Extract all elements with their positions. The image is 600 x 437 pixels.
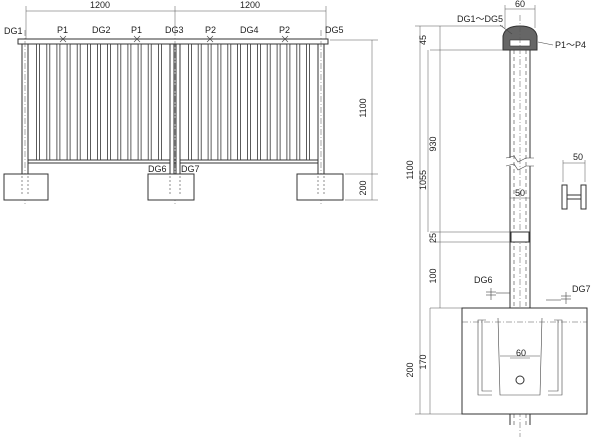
post-collar: [510, 231, 530, 243]
baluster: [36, 43, 40, 161]
baluster: [76, 43, 81, 161]
label-dg6: DG6: [148, 164, 167, 174]
bolt-dg7: [546, 292, 571, 304]
label-dg6: DG6: [474, 275, 493, 285]
dim-25: 25: [428, 233, 438, 243]
balusters-left: [36, 43, 162, 161]
baluster: [306, 43, 311, 161]
baluster: [217, 43, 222, 161]
post-middle-a: [169, 43, 175, 175]
baluster: [266, 43, 271, 161]
label-dg7: DG7: [572, 284, 591, 294]
baluster: [237, 43, 242, 161]
bolt-hole: [515, 375, 525, 385]
baluster: [207, 43, 212, 161]
dim-50-inner: 50: [515, 188, 525, 198]
label-p1-a: P1: [57, 25, 68, 35]
dim-100: 100: [428, 268, 438, 283]
label-dg3: DG3: [165, 25, 184, 35]
dim-930: 930: [428, 136, 438, 151]
dim-left-width: 1200: [90, 0, 110, 10]
dim-base: 200: [358, 180, 368, 195]
dim-1100: 1100: [405, 160, 415, 179]
baluster: [286, 43, 291, 161]
baluster: [107, 43, 111, 161]
label-p2-a: P2: [205, 25, 216, 35]
baluster: [247, 43, 251, 161]
baluster: [197, 43, 202, 161]
label-p1-b: P1: [131, 25, 142, 35]
post-middle-b: [175, 43, 181, 175]
bolt-dg6: [486, 288, 510, 300]
label-dg7: DG7: [181, 164, 200, 174]
baluster: [97, 43, 101, 161]
dim-50-detail: 50: [573, 152, 583, 162]
dim-1055: 1055: [418, 170, 428, 190]
dim-right-width: 1200: [240, 0, 260, 10]
label-dg5: DG5: [325, 25, 344, 35]
label-dg1-dg5: DG1～DG5: [457, 14, 503, 24]
baluster: [296, 43, 301, 161]
foundation-right: [296, 173, 344, 201]
baluster: [157, 43, 162, 161]
label-dg4: DG4: [240, 25, 259, 35]
label-dg1: DG1: [4, 26, 23, 36]
label-p1-p4: P1～P4: [555, 40, 586, 50]
dim-height: 1100: [358, 98, 368, 117]
baluster: [276, 43, 281, 161]
baluster: [46, 43, 51, 161]
balusters-right: [187, 43, 311, 161]
dim-200: 200: [405, 362, 415, 377]
post-section: 60 DG1～DG5 P1～P4 50 50: [405, 0, 591, 437]
baluster: [87, 43, 91, 161]
baluster: [66, 43, 71, 161]
baluster: [256, 43, 261, 161]
baluster: [187, 43, 192, 161]
top-rail: [17, 38, 329, 45]
baluster: [127, 43, 132, 161]
label-p2-b: P2: [279, 25, 290, 35]
label-dg2: DG2: [92, 25, 111, 35]
baluster: [137, 43, 142, 161]
baluster: [227, 43, 232, 161]
section-foundation: [461, 307, 588, 415]
foundation-left: [3, 173, 49, 201]
h-section-detail: 50: [561, 152, 587, 210]
baluster: [147, 43, 152, 161]
baluster: [117, 43, 122, 161]
dim-top-width: 60: [515, 0, 525, 9]
foundation-middle: [147, 173, 195, 201]
fence-elevation: 1200 1200 DG1 P1 DG2 P1 DG3 P2 DG4: [3, 0, 378, 205]
dim-60-inner: 60: [516, 348, 526, 358]
dim-45: 45: [418, 35, 428, 45]
dim-170: 170: [418, 354, 428, 369]
baluster: [56, 43, 61, 161]
